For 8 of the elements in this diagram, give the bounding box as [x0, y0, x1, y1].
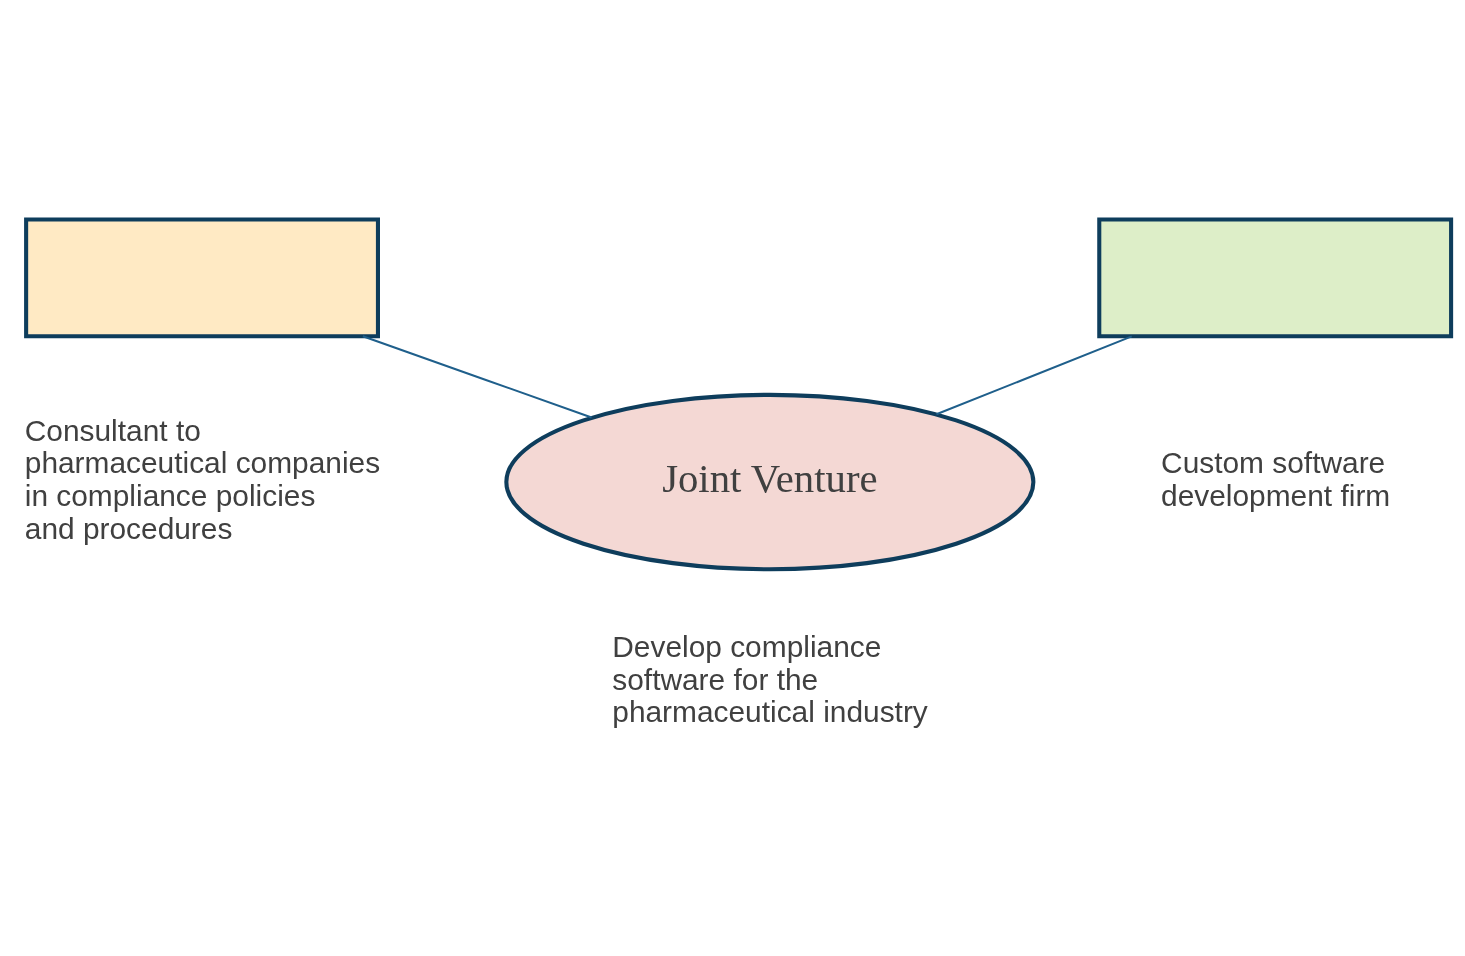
node-label: Custom software development firm — [1161, 446, 1391, 512]
node-box — [1097, 217, 1454, 339]
node-ellipse: Joint Venture — [504, 392, 1036, 572]
connector — [936, 335, 1133, 416]
node-label: Consultant to pharmaceutical companies in compliance policies and procedures — [24, 413, 381, 545]
node-label: Develop compliance software for the pharmaceutical industry — [612, 630, 928, 729]
connector — [362, 335, 592, 419]
node-box — [24, 217, 380, 339]
